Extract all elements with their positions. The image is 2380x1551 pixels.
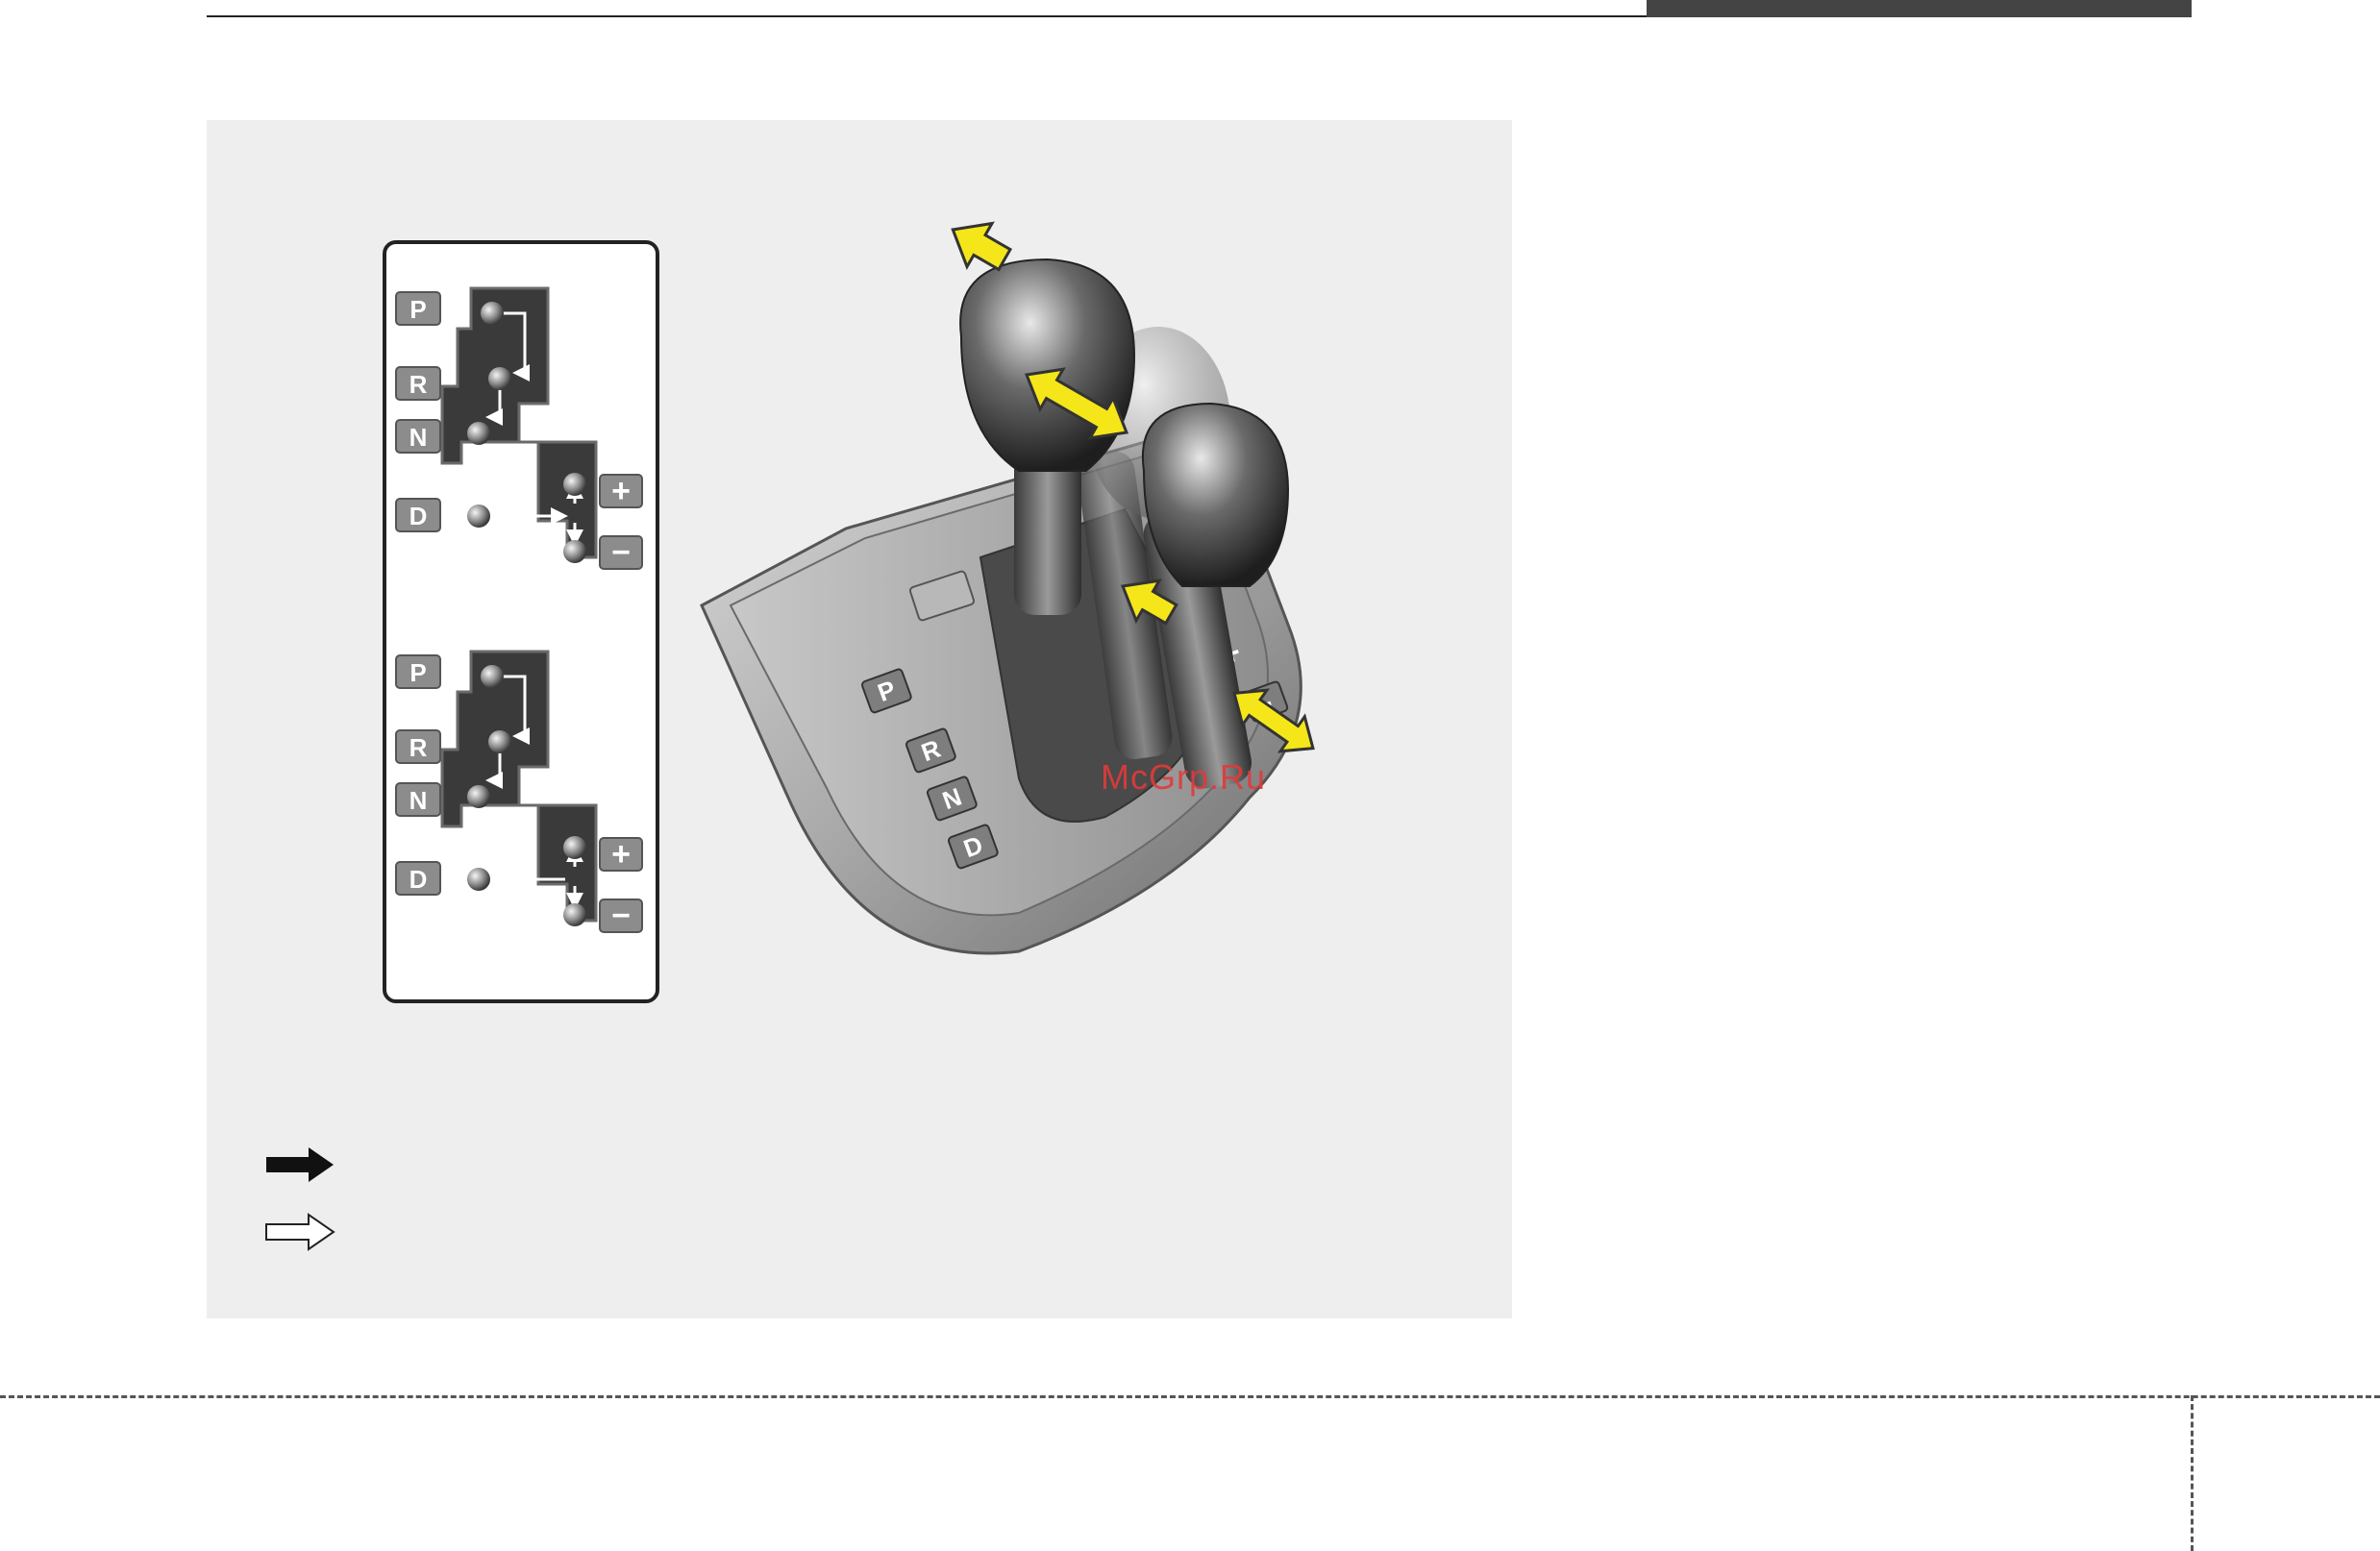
knob-position-n [467, 422, 490, 445]
footer-dashed-divider [2191, 1395, 2194, 1551]
gear-label-d-lower: D [396, 862, 440, 895]
knob-position-plus [563, 473, 586, 496]
outline-arrow-icon [264, 1213, 341, 1251]
gear-label-r-upper: R [396, 367, 440, 400]
plus-label-lower: + [600, 836, 642, 873]
svg-text:D: D [409, 865, 428, 894]
footer-dashed-rule [0, 1395, 2380, 1398]
svg-text:P: P [409, 295, 426, 324]
gear-label-r-lower: R [396, 730, 440, 763]
solid-arrow-icon [264, 1145, 341, 1184]
svg-text:R: R [409, 733, 428, 762]
svg-text:−: − [611, 534, 631, 571]
svg-text:P: P [409, 658, 426, 687]
svg-text:N: N [409, 423, 428, 452]
knob-position-minus [563, 540, 586, 563]
gear-label-d-upper: D [396, 499, 440, 531]
svg-text:N: N [409, 786, 428, 815]
plus-label-upper: + [600, 473, 642, 509]
minus-label-lower: − [600, 898, 642, 934]
knob-position-p [481, 302, 504, 325]
legend-solid-arrow [264, 1145, 341, 1184]
gear-label-p-lower: P [396, 655, 440, 688]
svg-text:+: + [611, 836, 631, 873]
minus-label-upper: − [600, 534, 642, 571]
gear-label-n-upper: N [396, 420, 440, 453]
pattern-lower: P R N D + − [396, 652, 642, 934]
pattern-upper: P R N D + − [396, 288, 642, 571]
shift-pattern-card: P R N D + − [383, 240, 659, 1003]
watermark: McGrp.Ru [1101, 757, 1266, 798]
svg-text:+: + [611, 473, 631, 509]
gear-label-p-upper: P [396, 292, 440, 325]
shift-pattern-diagram: P R N D + − [386, 244, 656, 999]
svg-text:D: D [409, 502, 428, 530]
gear-label-n-lower: N [396, 783, 440, 816]
knob-position-r [488, 367, 511, 390]
shift-lever-illustration: P R N D - + [673, 221, 1365, 980]
svg-text:−: − [611, 898, 631, 934]
header-tab [1647, 0, 2192, 17]
knob-position-d [467, 505, 490, 528]
legend-outline-arrow [264, 1213, 341, 1251]
header-rule [207, 15, 1647, 17]
svg-text:R: R [409, 370, 428, 399]
